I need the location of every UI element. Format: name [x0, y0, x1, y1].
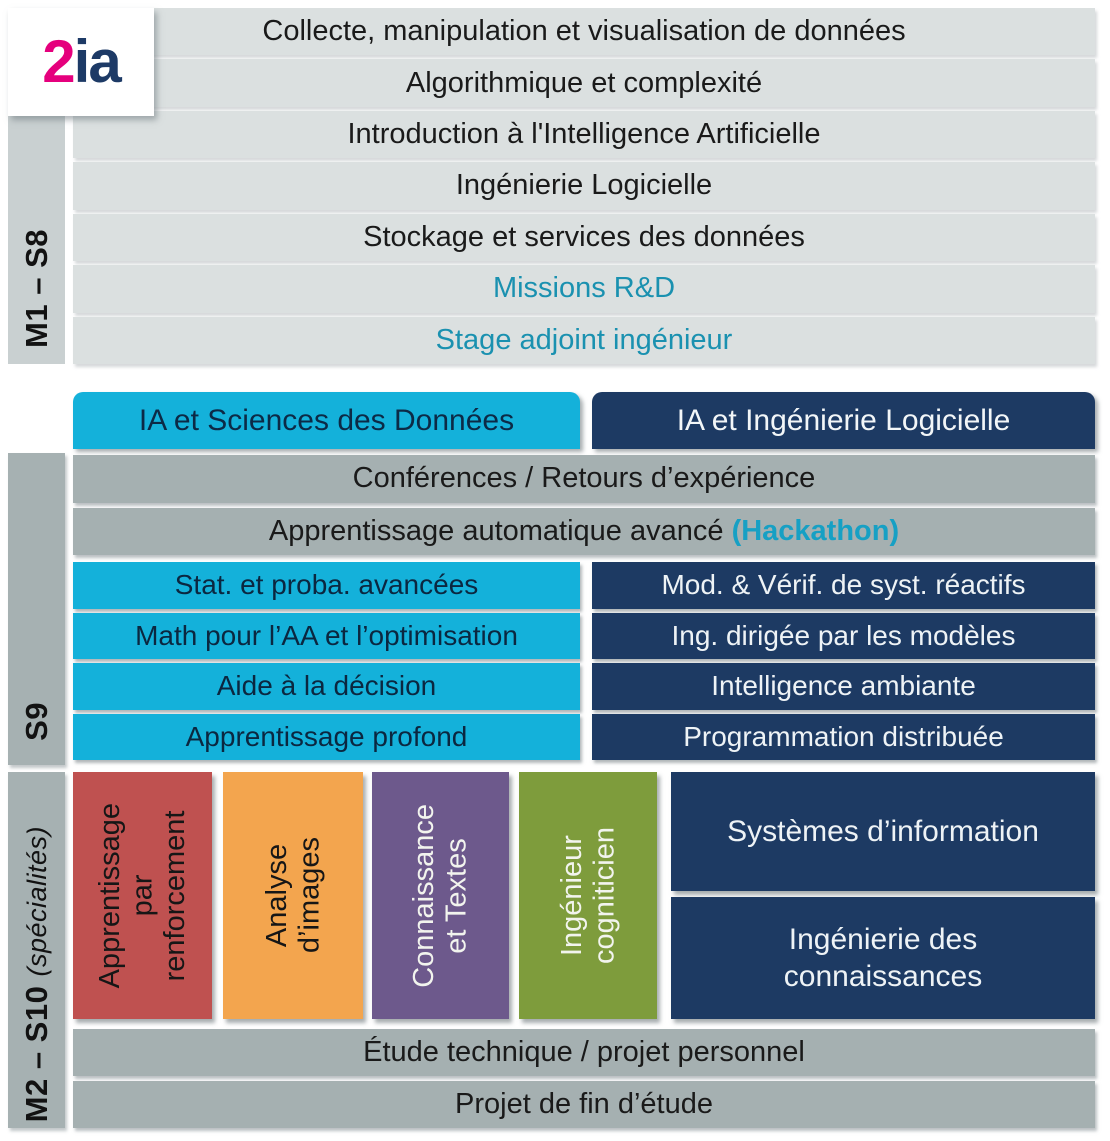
m2-s10-label: M2 – S10 (spécialités) [19, 826, 55, 1122]
course-cell-data-track: Math pour l’AA et l’optimisation [73, 612, 580, 659]
course-cell-software-track: Ing. dirigée par les modèles [592, 612, 1095, 659]
course-row: Missions R&D [73, 265, 1095, 313]
logo-2ia-text: 2ia [42, 32, 121, 92]
course-label: Programmation distribuée [683, 720, 1004, 752]
m2-s10-sidebar: M2 – S10 (spécialités) [8, 772, 65, 1128]
course-label: Apprentissage profond [185, 720, 468, 752]
course-row-hackathon: Apprentissage automatique avancé (Hackat… [73, 507, 1095, 555]
course-row: Collecte, manipulation et visualisation … [73, 8, 1095, 56]
specialty-label: Connaissance et Textes [408, 803, 473, 988]
course-row: Projet de fin d’étude [73, 1081, 1095, 1128]
logo-digit: 2 [42, 28, 75, 95]
logo-letters: ia [73, 28, 122, 95]
course-label: Étude technique / projet personnel [363, 1036, 805, 1068]
m2-s10-label-main: M2 – S10 [18, 976, 54, 1122]
course-label: Intelligence ambiante [711, 670, 976, 702]
hackathon-highlight: (Hackathon) [731, 514, 900, 547]
course-label: Math pour l’AA et l’optimisation [135, 619, 518, 651]
course-row: Conférences / Retours d’expérience [73, 455, 1095, 503]
s9-shared-rows: Conférences / Retours d’expérience Appre… [73, 455, 1095, 555]
course-cell-data-track: Apprentissage profond [73, 713, 580, 760]
course-label-missions-rd: Missions R&D [492, 272, 676, 305]
specialty-label: Systèmes d’information [727, 814, 1039, 848]
s9-track-rows: Stat. et proba. avancées Mod. & Vérif. d… [73, 562, 1095, 760]
specialty-connaissance-textes: Connaissance et Textes [372, 772, 509, 1019]
course-row: Stage adjoint ingénieur [73, 316, 1095, 364]
specialty-ingenieur-cogniticien: Ingénieur cogniticien [519, 772, 657, 1019]
course-row: Ingénierie Logicielle [73, 162, 1095, 210]
course-row: Introduction à l'Intelligence Artificiel… [73, 110, 1095, 159]
m1-course-rows: Collecte, manipulation et visualisation … [73, 8, 1095, 364]
course-label: Stat. et proba. avancées [174, 569, 479, 601]
course-label: Algorithmique et complexité [405, 66, 763, 99]
tab-label: IA et Sciences des Données [138, 403, 515, 437]
m2-project-rows: Étude technique / projet personnel Proje… [73, 1029, 1095, 1128]
course-label: Ing. dirigée par les modèles [671, 619, 1016, 651]
course-label: Conférences / Retours d’expérience [352, 462, 816, 495]
specialty-systemes-information: Systèmes d’information [671, 772, 1095, 891]
course-cell-data-track: Aide à la décision [73, 663, 580, 710]
course-label-stage: Stage adjoint ingénieur [435, 323, 733, 356]
m1-s8-label: M1 – S8 [18, 229, 54, 348]
course-label: Aide à la décision [216, 670, 437, 702]
course-cell-data-track: Stat. et proba. avancées [73, 562, 580, 609]
specialty-analyse-images: Analyse d’images [223, 772, 363, 1019]
course-label: Collecte, manipulation et visualisation … [262, 15, 906, 48]
specialty-ingenierie-connaissances: Ingénierie des connaissances [671, 897, 1095, 1019]
specialty-label: Apprentissage par renforcement [93, 802, 191, 989]
course-cell-software-track: Mod. & Vérif. de syst. réactifs [592, 562, 1095, 609]
track-row: Stat. et proba. avancées Mod. & Vérif. d… [73, 562, 1095, 609]
course-label: Ingénierie Logicielle [455, 169, 713, 202]
course-row: Étude technique / projet personnel [73, 1029, 1095, 1076]
course-label: Apprentissage automatique avancé [268, 514, 732, 547]
course-row: Algorithmique et complexité [73, 59, 1095, 107]
course-label: Mod. & Vérif. de syst. réactifs [661, 569, 1026, 601]
s9-label: S9 [18, 702, 54, 741]
track-row: Apprentissage profond Programmation dist… [73, 713, 1095, 760]
specialty-label: Ingénieur cogniticien [555, 826, 620, 965]
course-cell-software-track: Programmation distribuée [592, 713, 1095, 760]
specialty-apprentissage-renforcement: Apprentissage par renforcement [73, 772, 212, 1019]
s9-sidebar: S9 [8, 453, 65, 765]
track-row: Aide à la décision Intelligence ambiante [73, 663, 1095, 710]
m2-s10-label-note: (spécialités) [21, 825, 52, 977]
specialty-label: Analyse d’images [260, 837, 325, 954]
course-label: Projet de fin d’étude [455, 1088, 713, 1120]
course-row: Stockage et services des données [73, 213, 1095, 262]
tab-ia-sciences-donnees: IA et Sciences des Données [73, 392, 580, 449]
course-cell-software-track: Intelligence ambiante [592, 663, 1095, 710]
tab-label: IA et Ingénierie Logicielle [676, 403, 1011, 437]
course-label: Stockage et services des données [363, 220, 805, 253]
course-label: Introduction à l'Intelligence Artificiel… [347, 118, 821, 151]
school-logo: 2ia [8, 8, 154, 116]
track-row: Math pour l’AA et l’optimisation Ing. di… [73, 612, 1095, 659]
tab-ia-ingenierie-logicielle: IA et Ingénierie Logicielle [592, 392, 1095, 449]
specialty-label: Ingénierie des connaissances [783, 922, 983, 994]
